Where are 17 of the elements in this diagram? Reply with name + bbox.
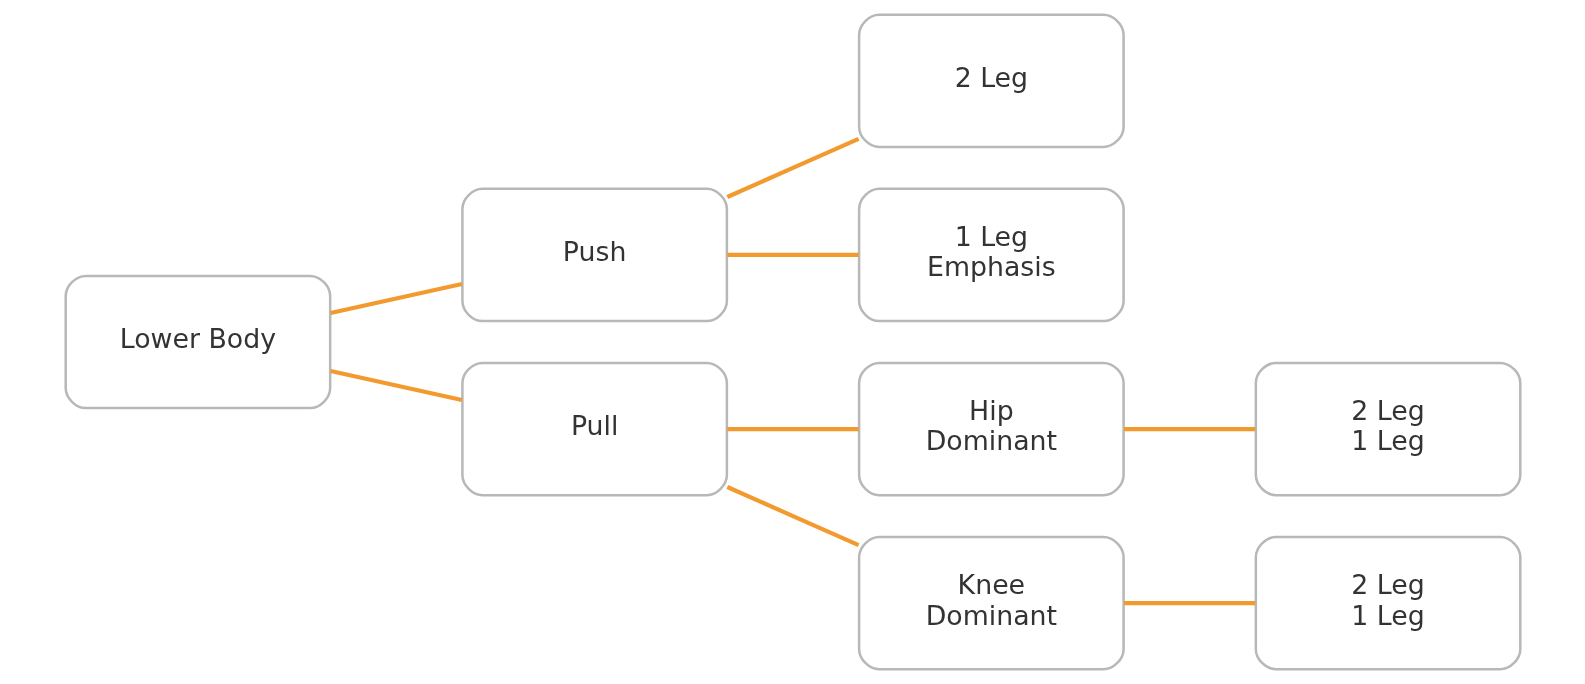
- node-box: Push: [460, 187, 728, 323]
- connector: [725, 485, 859, 548]
- connector: [1123, 426, 1255, 432]
- node-box: 2 Leg: [857, 13, 1125, 149]
- connector: [329, 368, 462, 403]
- node-box: Hip Dominant: [857, 361, 1125, 497]
- node-box: Knee Dominant: [857, 535, 1125, 671]
- node-box: 1 Leg Emphasis: [857, 187, 1125, 323]
- connector: [726, 252, 859, 258]
- connector: [1123, 601, 1255, 606]
- connector: [726, 426, 859, 432]
- connector: [725, 136, 859, 199]
- connector: [329, 281, 462, 316]
- node-box: Pull: [460, 361, 728, 497]
- node-box: 2 Leg 1 Leg: [1254, 361, 1522, 497]
- node-box: Lower Body: [63, 274, 331, 410]
- node-box: 2 Leg 1 Leg: [1254, 535, 1522, 671]
